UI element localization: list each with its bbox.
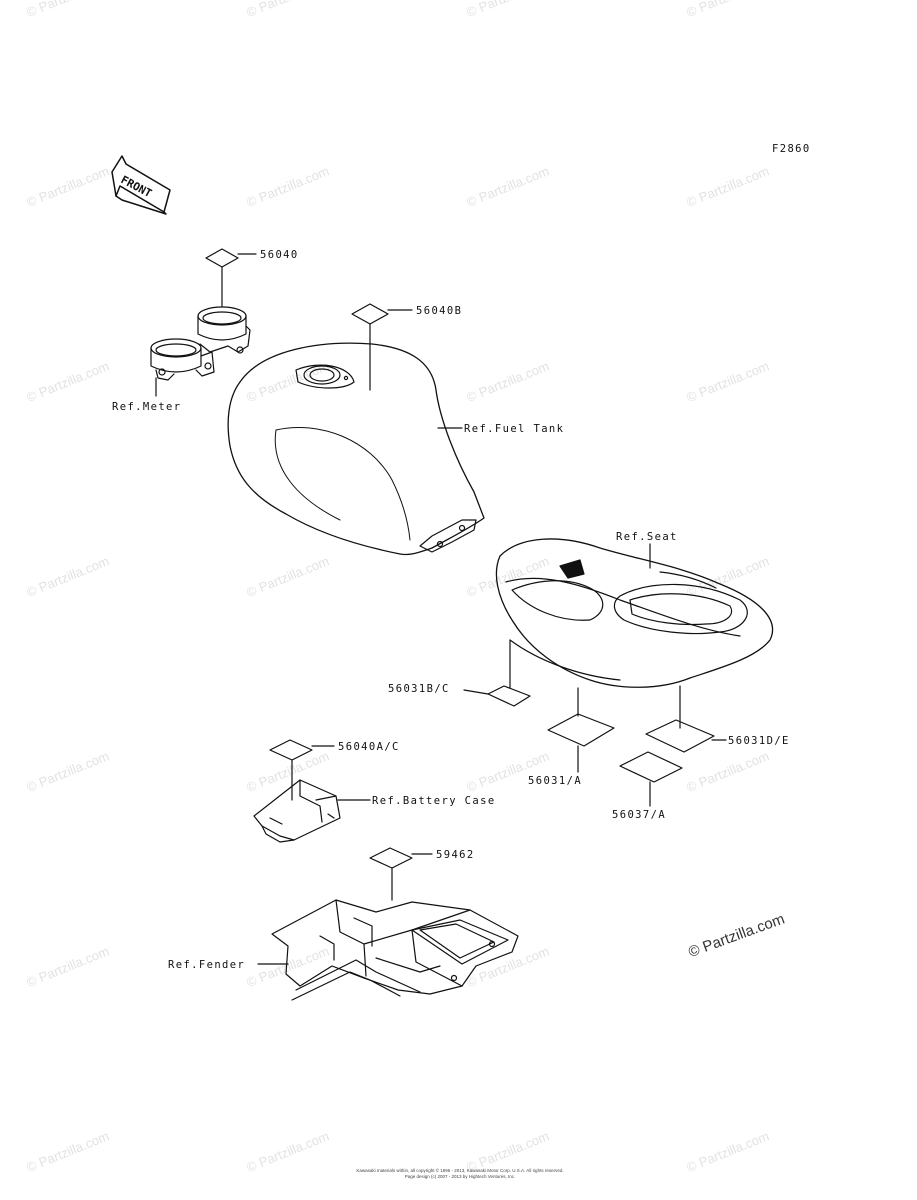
ref-fuel-tank: Ref.Fuel Tank	[464, 423, 564, 435]
ref-meter: Ref.Meter	[112, 401, 182, 413]
meter-assembly	[150, 306, 251, 381]
label-56037a-icon	[619, 751, 683, 783]
part-label-56037a: 56037/A	[612, 809, 666, 821]
part-label-56031de: 56031D/E	[728, 735, 790, 747]
seat	[495, 538, 774, 688]
rear-fender	[271, 899, 519, 1001]
label-56031de-icon	[645, 719, 715, 753]
copyright-footer: Kawasaki materials within, all copyright…	[330, 1168, 590, 1180]
ref-seat: Ref.Seat	[616, 531, 678, 543]
part-label-59462: 59462	[436, 849, 475, 861]
copyright-line-2: Page design (c) 2007 - 2013 by Hightech …	[404, 1174, 516, 1179]
copyright-line-1: Kawasaki materials within, all copyright…	[356, 1168, 564, 1173]
front-arrow-icon: FRONT	[111, 155, 171, 215]
part-label-56040ac: 56040A/C	[338, 741, 400, 753]
ref-battery-case: Ref.Battery Case	[372, 795, 496, 807]
battery-case	[253, 779, 341, 843]
figure-code: F2860	[772, 143, 811, 155]
fuel-tank	[227, 342, 485, 556]
ref-fender: Ref.Fender	[168, 959, 245, 971]
label-56040ac-icon	[269, 739, 313, 761]
label-56031a-icon	[547, 713, 615, 747]
part-label-56040: 56040	[260, 249, 299, 261]
part-label-56031bc: 56031B/C	[388, 683, 450, 695]
part-label-56040b: 56040B	[416, 305, 462, 317]
label-56040-icon	[205, 248, 239, 268]
label-59462-icon	[369, 847, 413, 869]
part-label-56031a: 56031/A	[528, 775, 582, 787]
label-56040b-icon	[351, 303, 389, 325]
label-56031bc-icon	[487, 685, 531, 707]
